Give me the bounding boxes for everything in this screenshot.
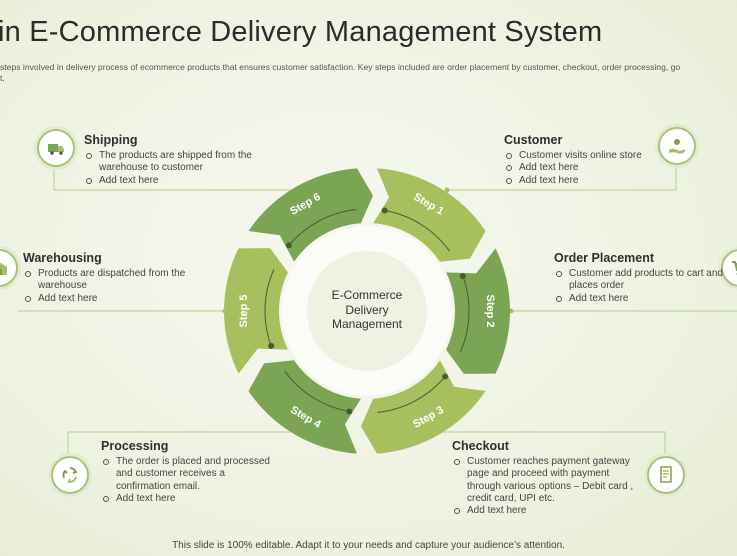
- step-segment-3: [360, 360, 486, 454]
- section-title: Shipping: [84, 133, 138, 147]
- step-arc-line: [284, 370, 350, 412]
- list-item: Add text here: [84, 175, 259, 187]
- list-item: Products are dispatched from the warehou…: [23, 268, 188, 293]
- list-item: Add text here: [23, 293, 188, 305]
- invoice-icon: [647, 456, 685, 494]
- step-dot: [381, 207, 388, 214]
- list-item: Customer reaches payment gateway page an…: [452, 456, 642, 505]
- step-label: Step 2: [484, 294, 496, 327]
- section-title: Customer: [504, 133, 563, 147]
- list-item: Add text here: [504, 175, 654, 187]
- warehouse-icon: [0, 249, 18, 287]
- step-arc-line: [377, 376, 446, 413]
- recycle-icon: [51, 456, 89, 494]
- step-arc-line: [288, 209, 357, 246]
- section-title: Processing: [101, 439, 169, 453]
- step-segment-4: [248, 360, 361, 454]
- list-item: Customer add products to cart and places…: [554, 268, 724, 293]
- step-segment-1: [373, 168, 486, 262]
- section-shipping: Shipping The products are shipped from t…: [84, 133, 259, 187]
- customer-hand-icon: [658, 127, 696, 165]
- connector-customer: [447, 165, 677, 191]
- section-title: Order Placement: [554, 251, 655, 265]
- step-dot: [346, 408, 353, 415]
- section-checkout: Checkout Customer reaches payment gatewa…: [452, 439, 642, 517]
- step-dot: [268, 342, 275, 349]
- connector-processing: [67, 431, 300, 458]
- section-title: Warehousing: [23, 251, 102, 265]
- section-warehousing: Warehousing Products are dispatched from…: [23, 251, 188, 305]
- step-dot: [442, 373, 449, 380]
- step-label: Step 5: [238, 294, 250, 327]
- step-dot: [285, 242, 292, 249]
- step-segment-2: [446, 248, 510, 374]
- list-item: Add text here: [554, 293, 724, 305]
- list-item: The products are shipped from the wareho…: [84, 150, 259, 175]
- list-item: Add text here: [452, 505, 642, 517]
- truck-icon: [37, 129, 75, 167]
- section-title: Checkout: [452, 439, 509, 453]
- step-arc-line: [459, 275, 470, 353]
- section-processing: Processing The order is placed and proce…: [101, 439, 281, 505]
- step-arc-line: [264, 269, 275, 347]
- subtitle-continued: t.: [0, 73, 5, 83]
- center-label: E-Commerce Delivery Management: [331, 288, 403, 331]
- list-item: Customer visits online store: [504, 150, 654, 162]
- list-item: The order is placed and processed and cu…: [101, 456, 281, 493]
- center-hub-inner: [307, 251, 427, 371]
- footer-note: This slide is 100% editable. Adapt it to…: [172, 540, 565, 551]
- page-title: in E-Commerce Delivery Management System: [0, 16, 603, 48]
- subtitle: steps involved in delivery process of ec…: [0, 62, 681, 72]
- list-item: Add text here: [101, 493, 281, 505]
- section-customer: Customer Customer visits online store Ad…: [504, 133, 654, 187]
- step-segment-6: [248, 168, 374, 262]
- step-dot: [459, 273, 466, 280]
- step-arc-line: [384, 210, 450, 252]
- step-segment-5: [224, 248, 288, 374]
- connector-checkout: [432, 431, 666, 458]
- list-item: Add text here: [504, 162, 654, 174]
- section-order-placement: Order Placement Customer add products to…: [554, 251, 724, 305]
